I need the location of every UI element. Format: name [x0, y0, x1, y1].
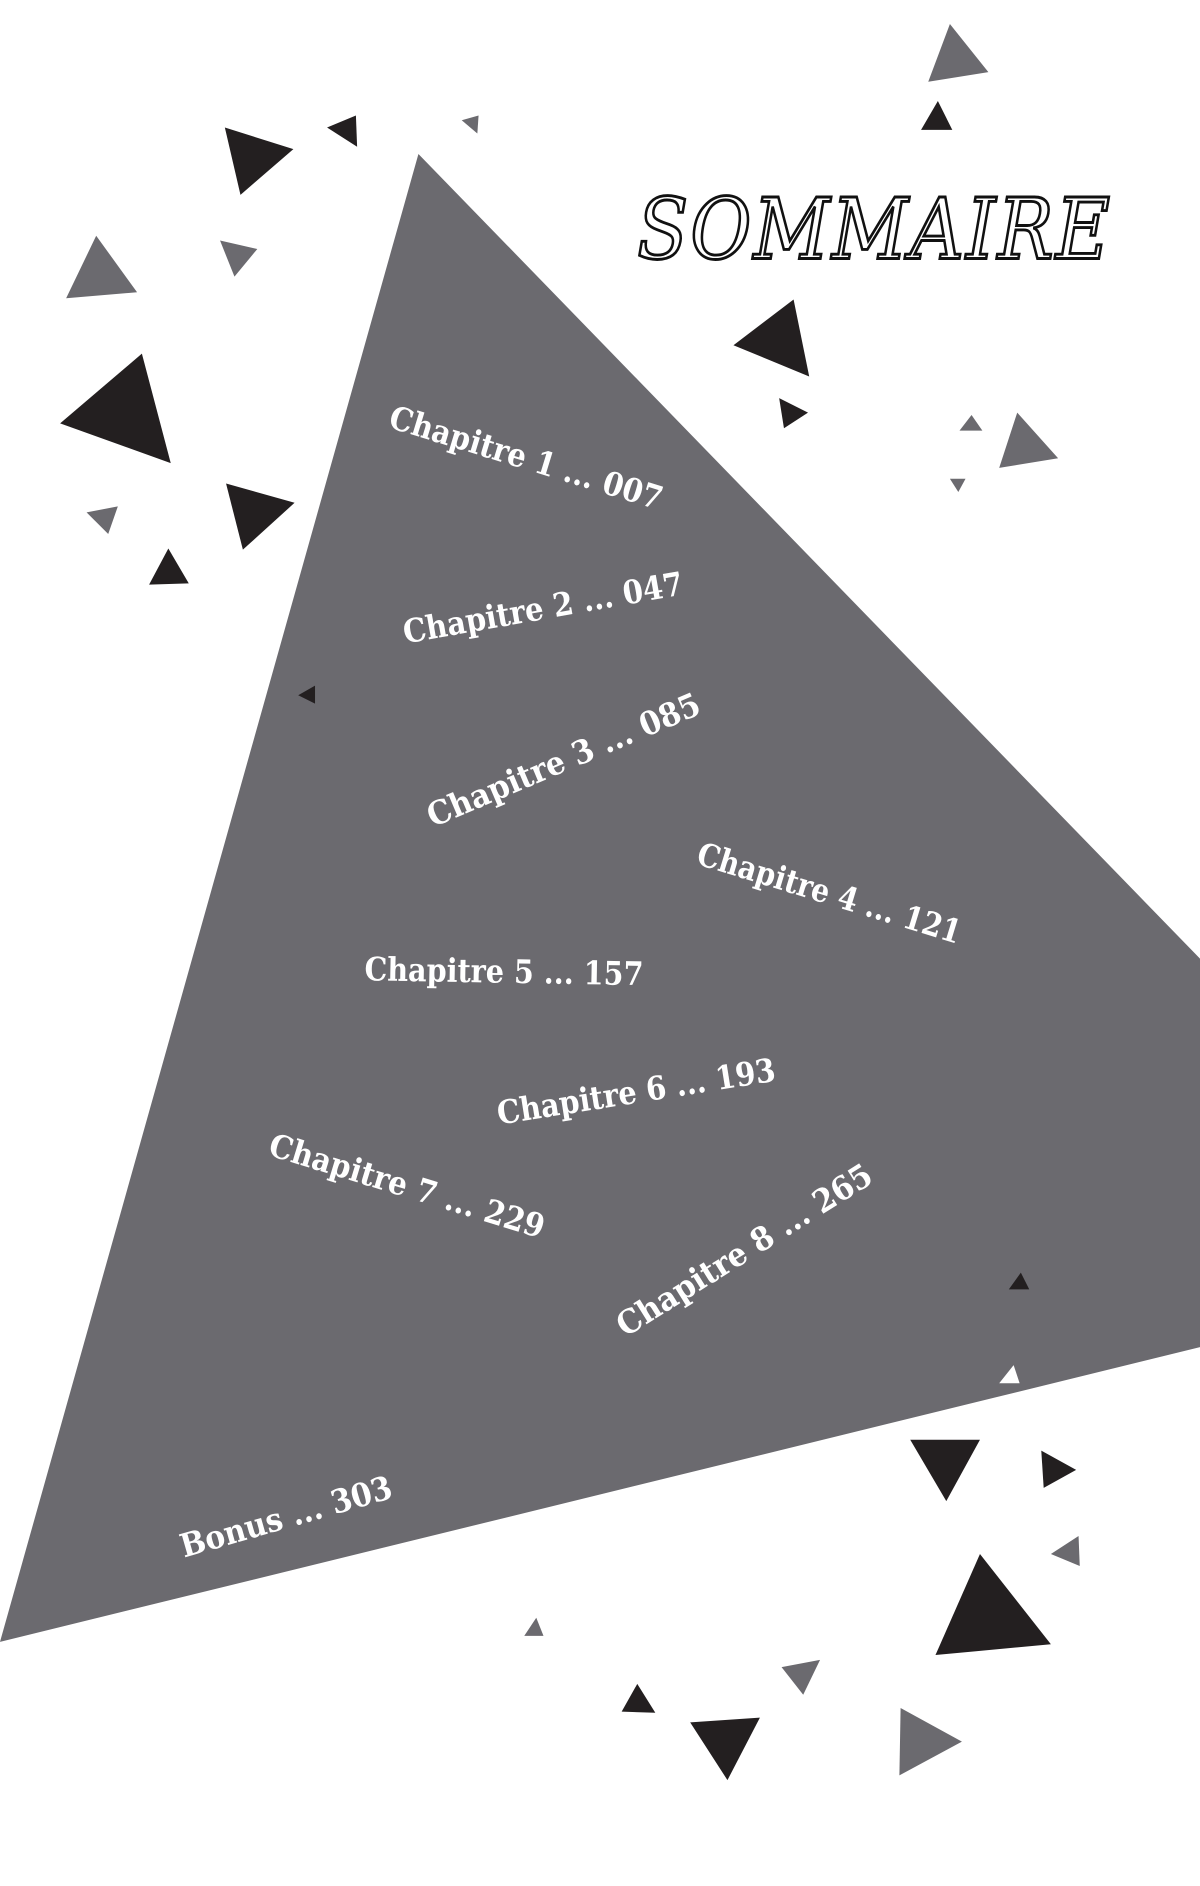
page-title: SOMMAIRE	[637, 181, 1112, 279]
large-triangle-shape	[0, 153, 1200, 1642]
toc-entry-chapter-5[interactable]: Chapitre 5 ... 157	[364, 950, 644, 993]
decorative-triangles	[60, 24, 1080, 1781]
